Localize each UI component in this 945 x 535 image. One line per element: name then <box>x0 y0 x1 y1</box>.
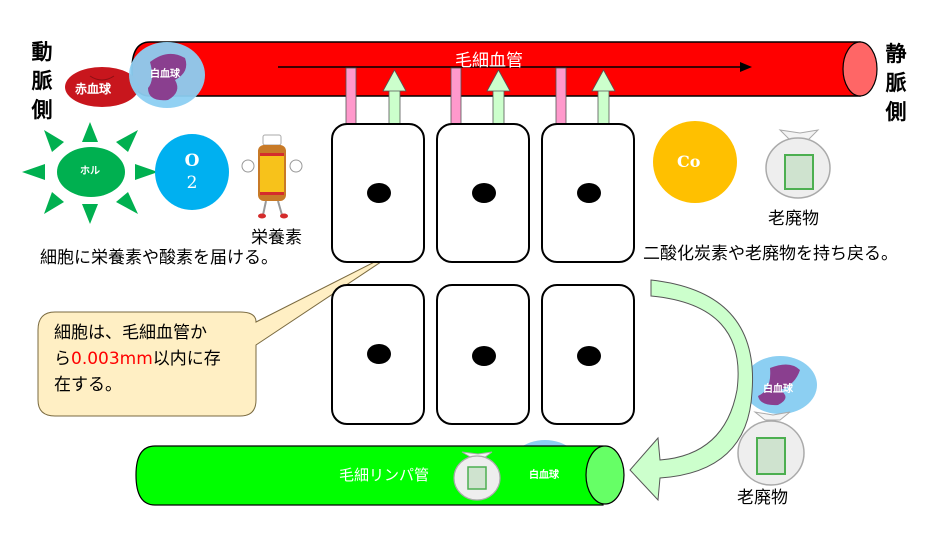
callout-text: 細胞は、毛細血管か ら0.003mm以内に存 在する。 <box>54 320 254 398</box>
cell <box>436 284 530 425</box>
deliver-text: 細胞に栄養素や酸素を届ける。 <box>40 248 278 268</box>
capillary-tube <box>131 41 878 97</box>
red-blood-cell-icon <box>65 67 139 107</box>
cell <box>331 123 425 263</box>
callout-bubble <box>37 247 403 417</box>
waste-bag-icon <box>453 451 501 501</box>
hormone-icon <box>22 122 158 224</box>
oxygen-icon <box>155 134 229 210</box>
flow-arrow-head <box>740 62 752 72</box>
distance-value: 0.003mm <box>71 349 153 369</box>
nucleus <box>367 183 391 203</box>
waste-bag-icon <box>765 129 831 199</box>
cell <box>541 284 635 425</box>
callout-line-2-suffix: 以内に存 <box>152 349 221 369</box>
nutrient-bottle-icon <box>241 134 303 219</box>
oxygen-subscript: 2 <box>186 173 198 193</box>
nucleus <box>472 346 496 366</box>
nucleus <box>367 344 391 364</box>
callout-line-3: 在する。 <box>54 375 122 395</box>
artery-char: 動 <box>31 40 53 64</box>
cell <box>331 284 425 425</box>
carbon-icon <box>653 121 737 203</box>
nucleus <box>472 183 496 203</box>
vein-side-label: 静 脈 側 <box>884 40 908 127</box>
cell <box>436 123 530 263</box>
return-arrow <box>629 279 754 502</box>
callout-line-1: 細胞は、毛細血管か <box>54 323 207 343</box>
waste-label: 老廃物 <box>768 209 819 229</box>
red-blood-cell-label: 赤血球 <box>75 82 112 96</box>
white-blood-cell-icon <box>129 42 205 108</box>
oxygen-label: O 2 <box>180 150 204 194</box>
vein-char: 静 <box>885 42 907 66</box>
artery-char: 側 <box>31 98 53 122</box>
vein-char: 脈 <box>885 71 907 95</box>
waste-label: 老廃物 <box>737 488 788 508</box>
hormone-label: ホル <box>80 166 100 177</box>
lymph-label: 毛細リンパ管 <box>339 466 430 484</box>
return-text: 二酸化炭素や老廃物を持ち戻る。 <box>643 244 898 264</box>
nucleus <box>577 183 601 203</box>
carbon-label: Co <box>677 152 701 171</box>
oxygen-symbol: O <box>184 151 200 171</box>
white-blood-cell-icon <box>743 356 817 414</box>
callout-line-2: ら0.003mm以内に存 <box>54 346 254 372</box>
white-blood-cell-label: 白血球 <box>150 69 180 80</box>
artery-side-label: 動 脈 側 <box>30 38 54 125</box>
nucleus <box>577 346 601 366</box>
lymph-tube-end <box>585 445 625 505</box>
artery-char: 脈 <box>31 69 53 93</box>
waste-bag-icon <box>737 411 805 486</box>
callout-line-2-prefix: ら <box>54 349 71 369</box>
capillary-label: 毛細血管 <box>455 51 523 71</box>
white-blood-cell-label: 白血球 <box>763 384 793 395</box>
capillary-tube-end <box>842 41 878 97</box>
cell <box>541 123 635 263</box>
vein-char: 側 <box>885 100 907 124</box>
white-blood-cell-label: 白血球 <box>529 470 559 481</box>
nutrient-label: 栄養素 <box>251 228 302 248</box>
